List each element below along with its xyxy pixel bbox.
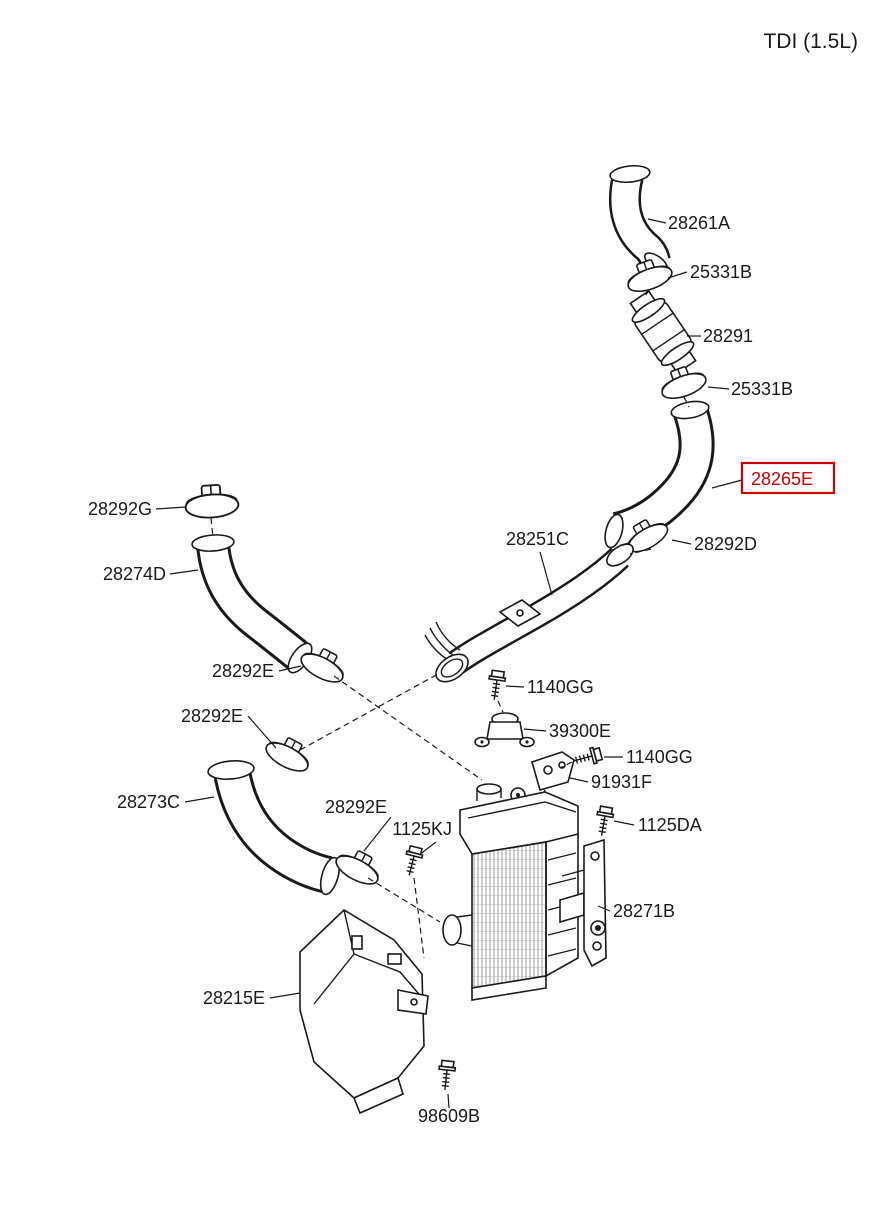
part-label-28292e-1: 28292E	[212, 661, 274, 681]
part-label-1140gg-2: 1140GG	[626, 747, 693, 767]
hose-28274d	[191, 534, 313, 674]
bolt-98609b	[436, 1059, 457, 1092]
clamp-25331b-2	[655, 360, 710, 405]
part-label-28251c: 28251C	[506, 529, 569, 549]
hose-28265e	[604, 400, 715, 549]
highlight-box	[740, 461, 836, 495]
part-label-28292e-3: 28292E	[325, 797, 387, 817]
part-label-28292d: 28292D	[694, 534, 757, 554]
sensor-39300e	[474, 712, 535, 748]
assembly-dashed-lines	[210, 289, 690, 959]
air-duct-28215e	[299, 909, 429, 1115]
part-label-28265e: 28265E	[751, 469, 813, 489]
part-label-1125da: 1125DA	[638, 815, 702, 835]
part-label-28261a: 28261A	[668, 213, 730, 233]
leader-lines	[155, 218, 743, 1109]
bolt-1125kj	[400, 844, 425, 879]
intercooler	[442, 783, 579, 1001]
hose-28261a	[609, 164, 671, 272]
bolt-1140gg-1	[485, 669, 507, 702]
hose-28273c	[207, 760, 341, 896]
clamp-28292e-2	[261, 729, 317, 778]
part-label-1125kj: 1125KJ	[392, 819, 452, 839]
part-label-25331b-2: 25331B	[731, 379, 793, 399]
part-label-28291: 28291	[703, 326, 753, 346]
resonator-28291	[629, 289, 697, 375]
bolt-1140gg-2	[569, 745, 604, 770]
part-label-28274d: 28274D	[103, 564, 166, 584]
page-title: TDI (1.5L)	[763, 30, 858, 53]
part-label-28292e-2: 28292E	[181, 706, 243, 726]
part-label-39300e: 39300E	[549, 721, 611, 741]
part-label-98609b: 98609B	[418, 1106, 480, 1126]
part-label-28271b: 28271B	[613, 901, 675, 921]
pipe-28251c	[424, 543, 634, 683]
part-label-28292g: 28292G	[88, 499, 152, 519]
part-label-91931f: 91931F	[591, 772, 652, 792]
clamp-28292e-3	[331, 842, 387, 891]
bracket-28271b	[559, 838, 607, 968]
part-label-1140gg-1: 1140GG	[527, 677, 594, 697]
clamp-28292g	[183, 482, 241, 521]
part-label-25331b-1: 25331B	[690, 262, 752, 282]
bolt-1125da	[592, 804, 616, 838]
part-label-28215e: 28215E	[203, 988, 265, 1008]
part-label-28273c: 28273C	[117, 792, 180, 812]
